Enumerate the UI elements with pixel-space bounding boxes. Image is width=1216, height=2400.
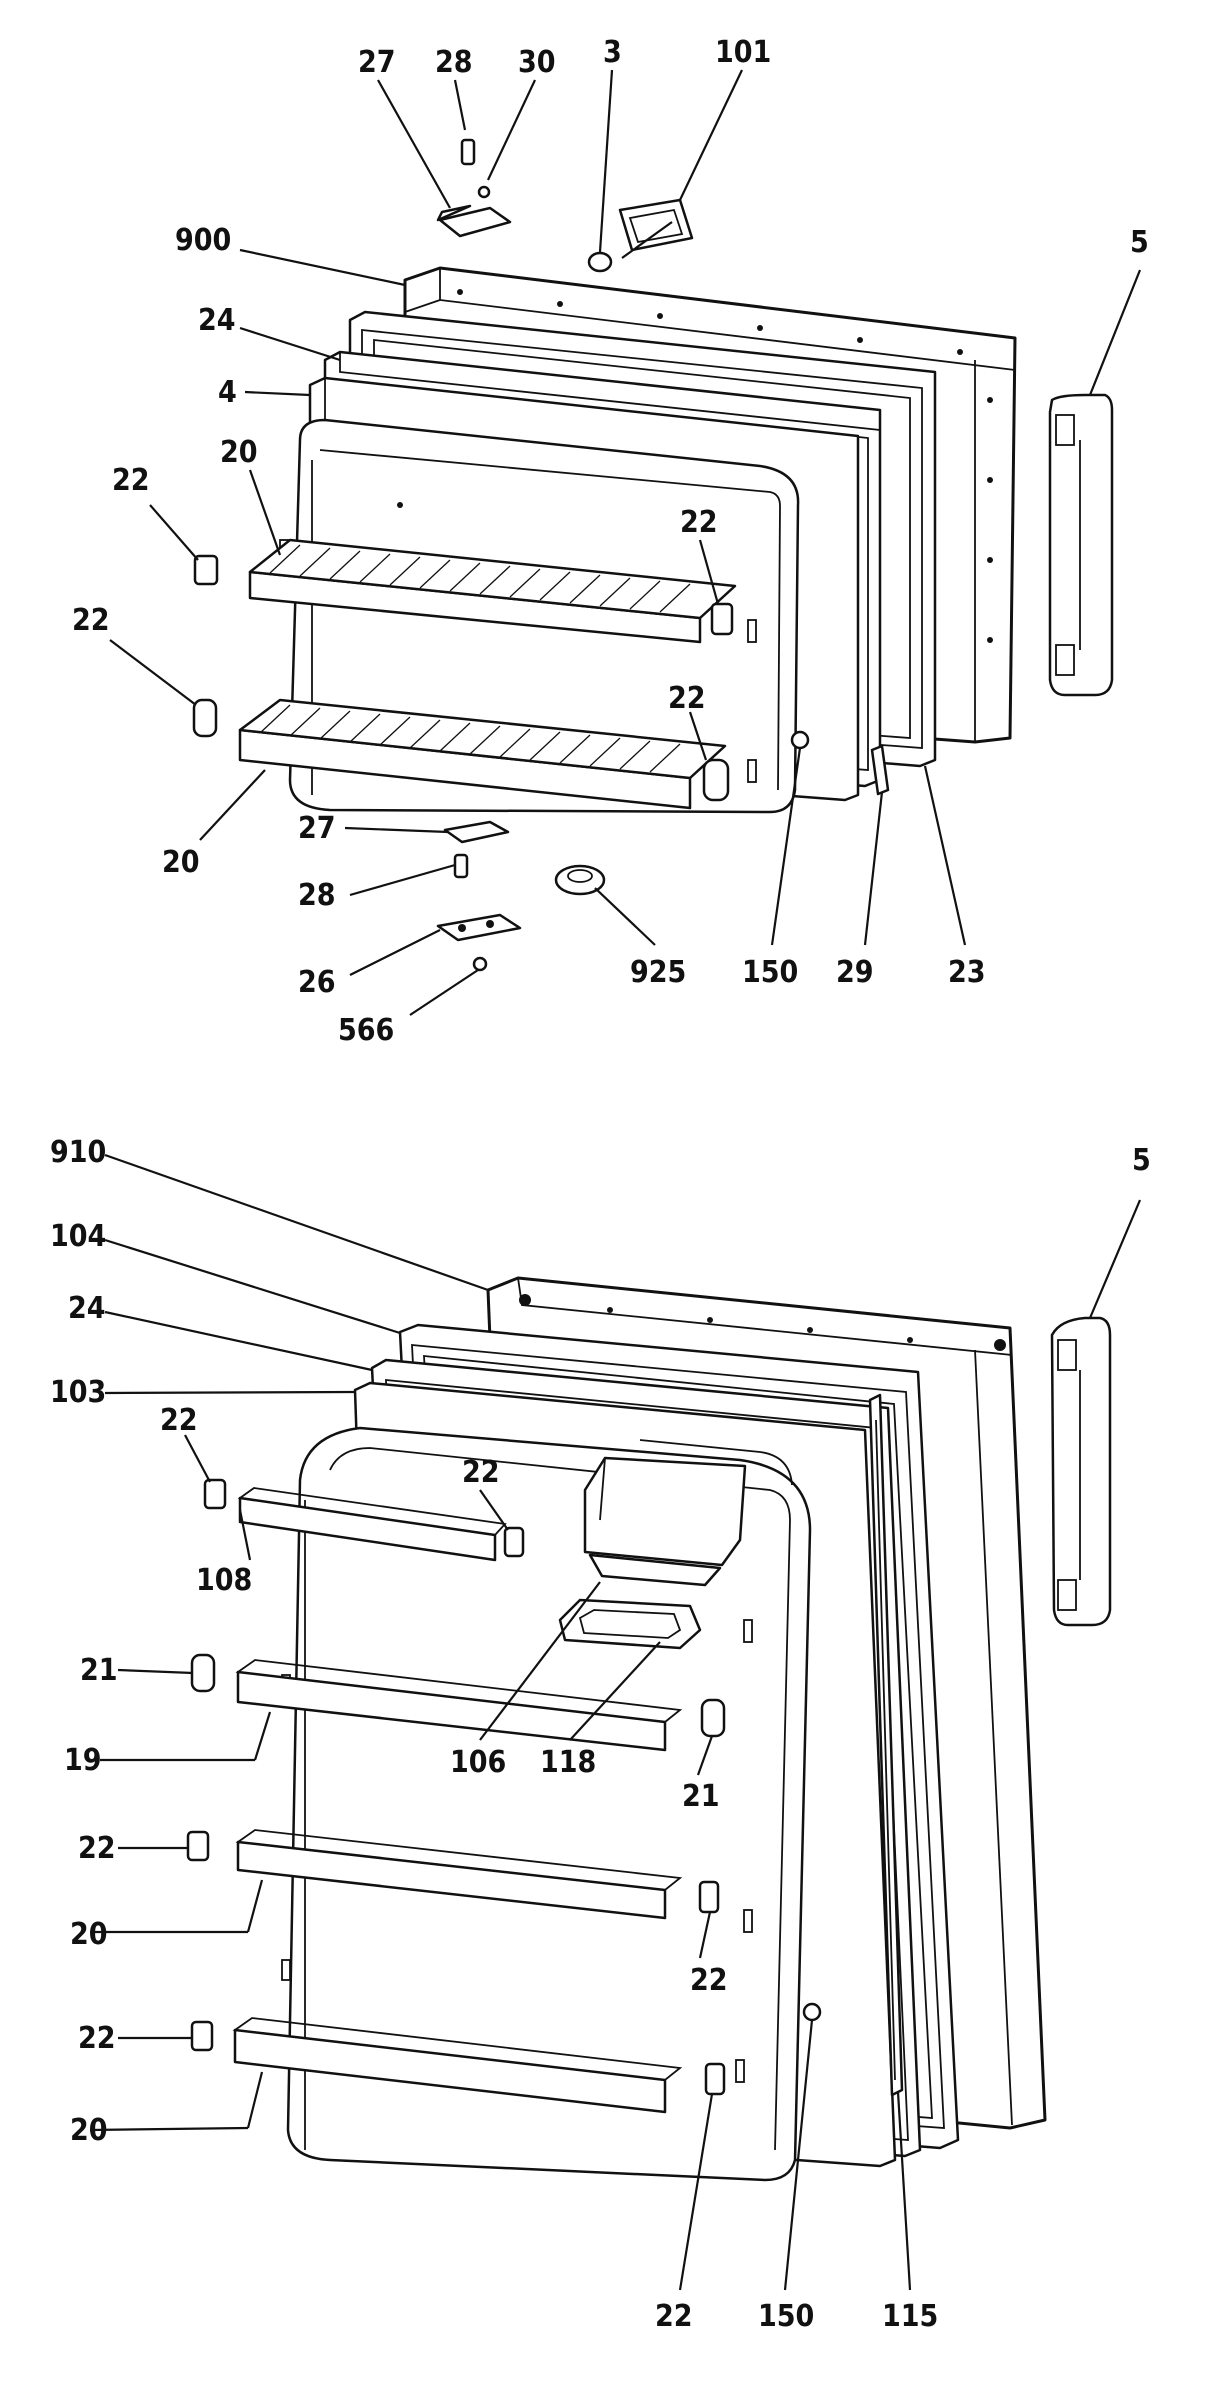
label-566: 566 bbox=[338, 1013, 394, 1048]
label-20: 20 bbox=[70, 1917, 108, 1952]
label-20: 20 bbox=[220, 435, 258, 470]
shelf-icon bbox=[232, 2017, 683, 2114]
label-24: 24 bbox=[68, 1291, 106, 1326]
label-27: 27 bbox=[298, 811, 336, 846]
label-118: 118 bbox=[540, 1745, 596, 1780]
tray-icon bbox=[558, 1598, 702, 1650]
label-22: 22 bbox=[462, 1455, 500, 1490]
label-21: 21 bbox=[682, 1779, 720, 1814]
label-24: 24 bbox=[198, 303, 236, 338]
cam-icon bbox=[790, 730, 810, 750]
label-22: 22 bbox=[160, 1403, 198, 1438]
cam-icon bbox=[618, 198, 694, 259]
label-22: 22 bbox=[72, 603, 110, 638]
label-28: 28 bbox=[298, 878, 336, 913]
label-5: 5 bbox=[1130, 225, 1149, 260]
label-26: 26 bbox=[298, 965, 336, 1000]
label-20: 20 bbox=[70, 2113, 108, 2148]
lower-door-assembly: 910 5 104 24 103 22 22 108 21 19 106 118… bbox=[50, 1135, 1151, 2334]
label-104: 104 bbox=[50, 1219, 106, 1254]
label-23: 23 bbox=[948, 955, 986, 990]
label-29: 29 bbox=[836, 955, 874, 990]
upper-door-assembly: 27 28 30 3 101 900 5 24 4 20 22 22 22 22… bbox=[72, 35, 1149, 1048]
label-4: 4 bbox=[218, 375, 237, 410]
plug-icon bbox=[554, 864, 606, 896]
screw-icon bbox=[472, 956, 488, 972]
shelf-stud-icon bbox=[192, 554, 734, 802]
label-27: 27 bbox=[358, 45, 396, 80]
label-20: 20 bbox=[162, 845, 200, 880]
leader-lines bbox=[89, 1153, 1142, 2291]
label-30: 30 bbox=[518, 45, 556, 80]
handle-icon bbox=[1050, 1316, 1112, 1627]
label-3: 3 bbox=[603, 35, 622, 70]
hinge-icon bbox=[436, 820, 522, 942]
label-900: 900 bbox=[175, 223, 231, 258]
label-22: 22 bbox=[668, 681, 706, 716]
label-150: 150 bbox=[742, 955, 798, 990]
strip-icon bbox=[868, 1393, 904, 2097]
shelf-icon bbox=[238, 698, 727, 810]
label-22: 22 bbox=[655, 2299, 693, 2334]
cam-icon bbox=[802, 2002, 822, 2022]
handle-icon bbox=[1048, 393, 1114, 697]
shelf-icon bbox=[235, 1829, 683, 1920]
strip-icon bbox=[870, 744, 890, 796]
label-150: 150 bbox=[758, 2299, 814, 2334]
label-103: 103 bbox=[50, 1375, 106, 1410]
hinge-icon bbox=[436, 138, 512, 238]
label-101: 101 bbox=[715, 35, 771, 70]
label-22: 22 bbox=[680, 505, 718, 540]
label-21: 21 bbox=[80, 1653, 118, 1688]
label-5: 5 bbox=[1132, 1143, 1151, 1178]
label-925: 925 bbox=[630, 955, 686, 990]
label-108: 108 bbox=[196, 1563, 252, 1598]
shelf-icon bbox=[248, 538, 737, 644]
label-106: 106 bbox=[450, 1745, 506, 1780]
leader-lines bbox=[109, 69, 1142, 1016]
label-910: 910 bbox=[50, 1135, 106, 1170]
label-22: 22 bbox=[78, 1831, 116, 1866]
dairy-door-icon bbox=[583, 1456, 747, 1587]
plug-icon bbox=[587, 251, 613, 273]
label-22: 22 bbox=[112, 463, 150, 498]
label-22: 22 bbox=[78, 2021, 116, 2056]
label-22: 22 bbox=[690, 1963, 728, 1998]
label-28: 28 bbox=[435, 45, 473, 80]
shelf-icon bbox=[235, 1659, 683, 1752]
label-19: 19 bbox=[64, 1743, 102, 1778]
label-115: 115 bbox=[882, 2299, 938, 2334]
